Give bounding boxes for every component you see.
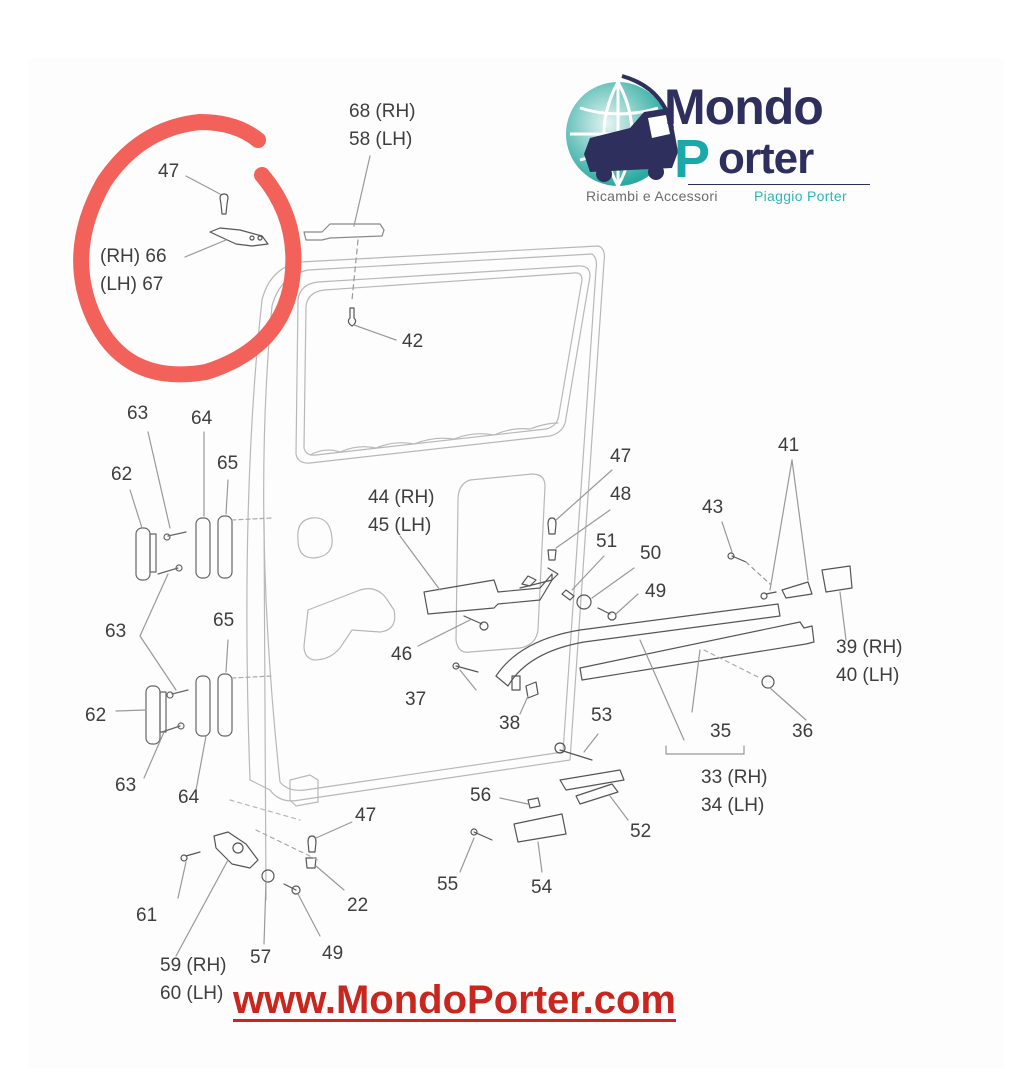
callout-35: 35 bbox=[710, 721, 732, 742]
callout-53: 53 bbox=[591, 705, 613, 726]
callout-38: 38 bbox=[499, 713, 521, 734]
callout-61: 61 bbox=[136, 905, 158, 926]
callout-47-top: 47 bbox=[158, 161, 180, 182]
callout-line: 44 (RH) bbox=[368, 487, 435, 508]
callout-52: 52 bbox=[630, 821, 652, 842]
bottom-hinge-bracket-drawing bbox=[175, 821, 353, 957]
center-fasteners-drawing bbox=[417, 469, 639, 647]
logo-tagline-right: Piaggio Porter bbox=[754, 188, 847, 204]
callout-68-58: 68 (RH) 58 (LH) bbox=[349, 98, 416, 154]
rear-roller-assembly-drawing bbox=[721, 459, 853, 641]
globe-van-icon bbox=[566, 74, 678, 187]
callout-line: (LH) 67 bbox=[100, 274, 164, 295]
callout-62-upper: 62 bbox=[111, 464, 133, 485]
callout-47-mid: 47 bbox=[610, 446, 632, 467]
callout-39-40: 39 (RH) 40 (LH) bbox=[836, 634, 903, 690]
callout-57: 57 bbox=[250, 947, 272, 968]
callout-64-lower: 64 bbox=[178, 787, 200, 808]
callout-63-upper: 63 bbox=[127, 403, 149, 424]
callout-62-lower: 62 bbox=[85, 705, 107, 726]
callout-line: 34 (LH) bbox=[701, 795, 765, 816]
callout-line: 40 (LH) bbox=[836, 665, 900, 686]
callout-line: 68 (RH) bbox=[349, 101, 416, 122]
part-66-67-drawing bbox=[184, 175, 269, 258]
part-68-58-upper-bracket-drawing bbox=[303, 155, 385, 301]
callout-50: 50 bbox=[640, 543, 662, 564]
callout-64-upper: 64 bbox=[191, 408, 213, 429]
callout-line: 39 (RH) bbox=[836, 637, 903, 658]
logo-word-porter: orter bbox=[718, 134, 814, 183]
part-42-drawing bbox=[347, 307, 397, 341]
diagram-sheet bbox=[28, 58, 1004, 1068]
part-44-45-center-hinge-drawing bbox=[399, 535, 559, 615]
lower-track-rails-drawing bbox=[452, 603, 815, 755]
website-link[interactable]: www.MondoPorter.com bbox=[233, 978, 676, 1022]
logo-word-mondo: Mondo bbox=[664, 79, 824, 135]
callout-line: 45 (LH) bbox=[368, 515, 432, 536]
callout-47-low: 47 bbox=[355, 805, 377, 826]
callout-66-67: (RH) 66 (LH) 67 bbox=[100, 243, 167, 299]
callout-65-upper: 65 bbox=[217, 453, 239, 474]
callout-56: 56 bbox=[470, 785, 492, 806]
callout-44-45: 44 (RH) 45 (LH) bbox=[368, 484, 435, 540]
callout-54: 54 bbox=[531, 877, 553, 898]
callout-65-lower: 65 bbox=[213, 610, 235, 631]
callout-36: 36 bbox=[792, 721, 814, 742]
callout-48: 48 bbox=[610, 484, 632, 505]
hinge-plates-drawing bbox=[115, 431, 273, 791]
callout-line: 33 (RH) bbox=[701, 767, 768, 788]
callout-22: 22 bbox=[347, 895, 369, 916]
callout-43: 43 bbox=[702, 497, 724, 518]
callout-line: 59 (RH) bbox=[160, 955, 227, 976]
highlight-circle bbox=[73, 114, 302, 383]
lower-roller-bracket-drawing bbox=[459, 733, 629, 873]
callout-49-mid: 49 bbox=[645, 581, 667, 602]
callout-42: 42 bbox=[402, 331, 424, 352]
callout-55: 55 bbox=[437, 874, 459, 895]
callout-49-low: 49 bbox=[322, 943, 344, 964]
mondo-porter-logo: Mondo P orter Ricambi e Accessori Piaggi… bbox=[560, 68, 880, 218]
callout-63-lower: 63 bbox=[115, 775, 137, 796]
callout-33-34: 33 (RH) 34 (LH) bbox=[701, 764, 768, 820]
callout-line: 58 (LH) bbox=[349, 129, 413, 150]
callout-63-middle: 63 bbox=[105, 621, 127, 642]
logo-letter-p: P bbox=[674, 129, 711, 189]
callout-line: (RH) 66 bbox=[100, 246, 167, 267]
callout-line: 60 (LH) bbox=[160, 983, 224, 1004]
callout-46: 46 bbox=[391, 644, 413, 665]
logo-divider bbox=[688, 184, 870, 185]
sliding-door-panel bbox=[229, 245, 605, 901]
logo-tagline-left: Ricambi e Accessori bbox=[586, 188, 718, 204]
callout-51: 51 bbox=[596, 531, 618, 552]
callout-41: 41 bbox=[778, 435, 800, 456]
callout-37: 37 bbox=[405, 689, 427, 710]
callout-59-60: 59 (RH) 60 (LH) bbox=[160, 952, 227, 1008]
